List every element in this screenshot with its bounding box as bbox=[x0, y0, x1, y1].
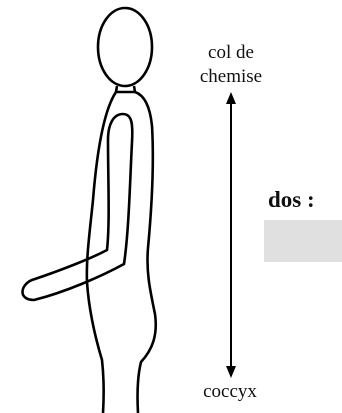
top-label-line1: col de bbox=[208, 42, 254, 63]
back-field-label: dos : bbox=[268, 187, 315, 212]
bottom-label: coccyx bbox=[203, 381, 257, 402]
top-label-line2: chemise bbox=[199, 66, 263, 87]
figure-body-outline bbox=[85, 90, 158, 413]
arrowhead-up bbox=[226, 92, 236, 104]
figure-head bbox=[96, 6, 154, 88]
back-measurement-input[interactable] bbox=[264, 220, 342, 262]
figure-arm bbox=[21, 112, 134, 302]
arrowhead-down bbox=[226, 366, 236, 378]
